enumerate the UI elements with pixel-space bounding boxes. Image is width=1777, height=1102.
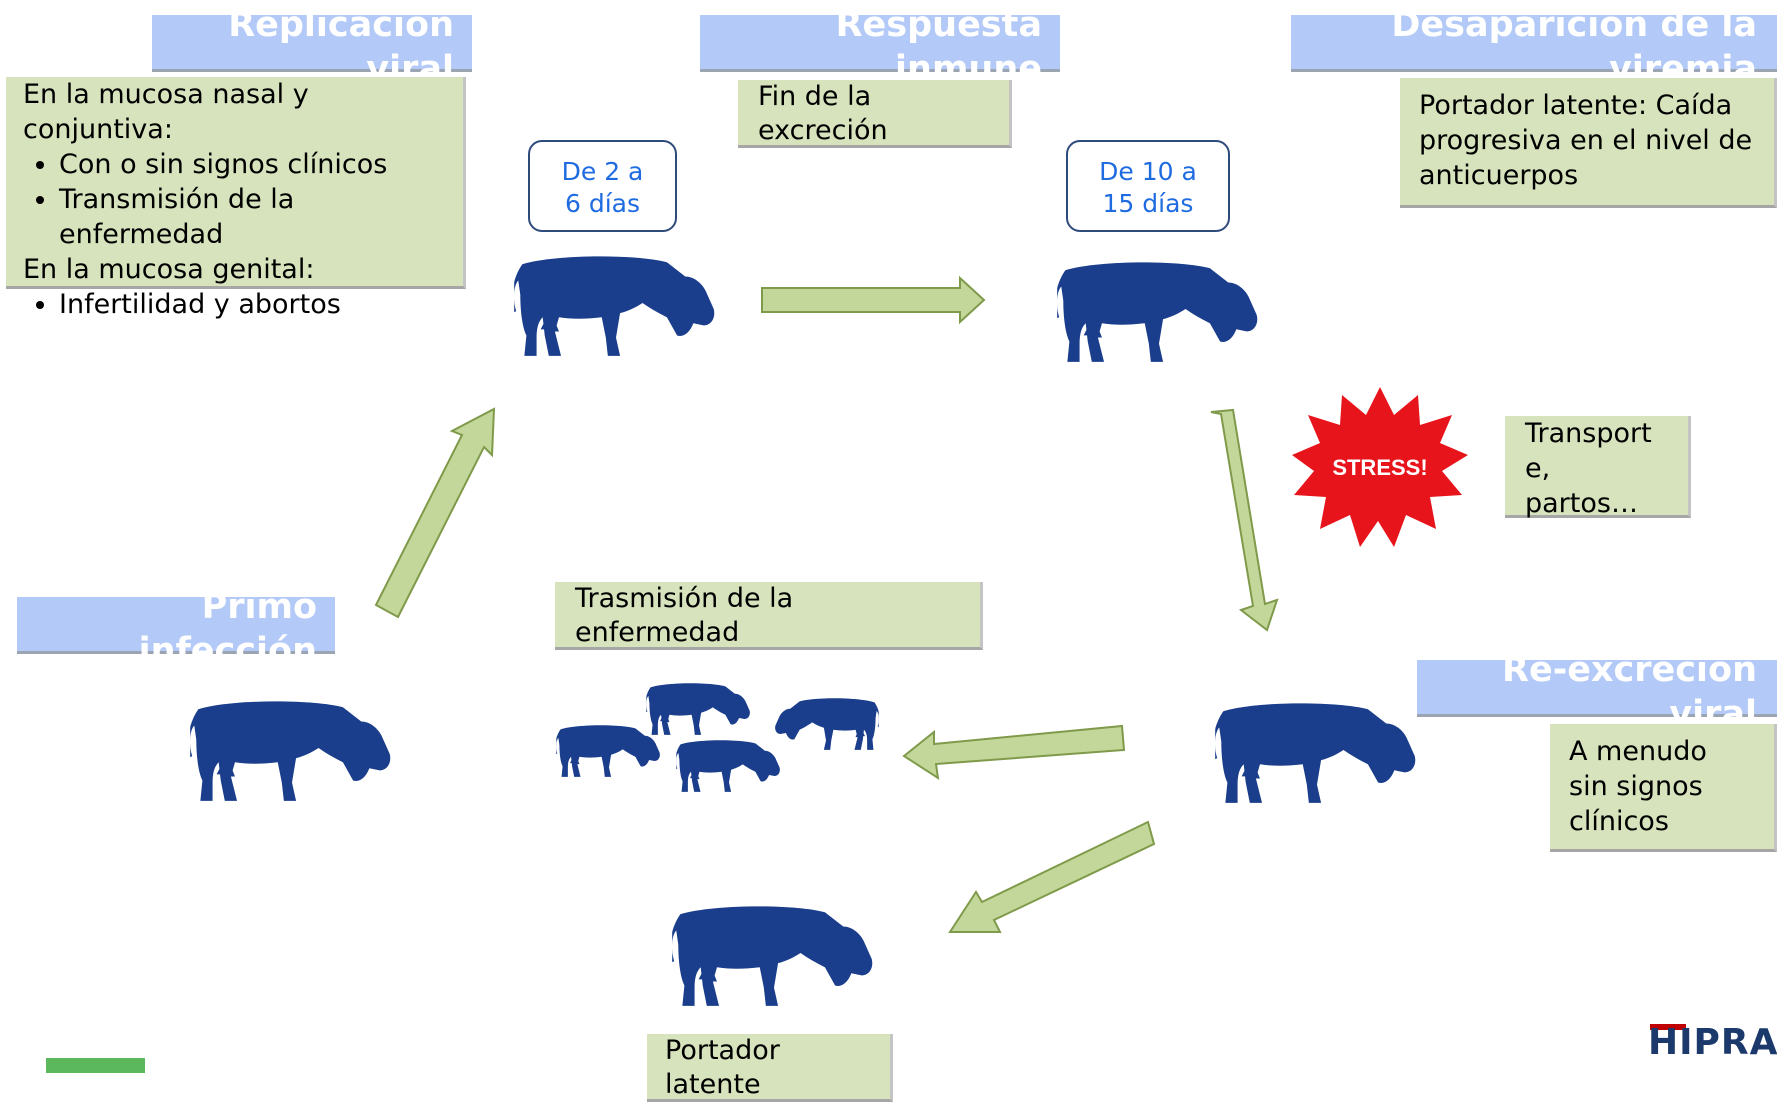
- portador-latente-box: Portador latente: Caída progresiva en el…: [1400, 78, 1777, 208]
- title-reexcrecion-viral: Re-excreción viral: [1417, 650, 1777, 734]
- bullet-transmision: Transmisión de la enfermedad: [59, 182, 359, 252]
- herd-cow-icon-2: [646, 680, 752, 738]
- cow-icon-reexcrecion: [1213, 697, 1421, 809]
- bullet-signos-clinicos: Con o sin signos clínicos: [59, 147, 463, 182]
- title-respuesta-inmune: Respuesta inmune: [700, 5, 1060, 89]
- cow-icon-portador: [670, 900, 878, 1012]
- stress-label: STRESS!: [1332, 455, 1427, 480]
- arrow-left-icon: [902, 724, 1126, 781]
- mucosa-nasal-bullets: Con o sin signos clínicos Transmisión de…: [23, 147, 463, 252]
- days-2-6-box: De 2 a 6 días: [528, 140, 677, 232]
- mucosa-genital-bullets: Infertilidad y abortos: [23, 287, 463, 322]
- title-primo-infeccion: Primo infección: [17, 587, 335, 671]
- cow-icon-immune: [1055, 256, 1263, 368]
- cow-icon-replication: [512, 250, 720, 362]
- mucosa-genital-line: En la mucosa genital:: [23, 254, 315, 285]
- arrow-down-left-icon: [948, 820, 1156, 933]
- footer-accent-bar: [46, 1058, 145, 1073]
- cow-icon-primo: [188, 695, 396, 807]
- days-10-15-box: De 10 a 15 días: [1066, 140, 1230, 232]
- arrow-right-icon: [761, 275, 986, 325]
- mucosa-text-box: En la mucosa nasal y conjuntiva: Con o s…: [6, 77, 466, 320]
- herd-cow-icon-3: [676, 737, 782, 795]
- bullet-infertilidad: Infertilidad y abortos: [59, 287, 463, 322]
- stress-burst-icon: STRESS!: [1292, 387, 1468, 547]
- hipra-logo: HIPRA: [1648, 1022, 1777, 1063]
- transporte-box: Transport e, partos…: [1505, 416, 1691, 519]
- title-desaparicion-viremia: Desaparición de la viremia: [1291, 5, 1777, 89]
- herd-cow-icon-4: [770, 695, 882, 753]
- a-menudo-box: A menudo sin signos clínicos: [1550, 724, 1777, 852]
- portador-latente-bottom-box: Portador latente: [647, 1034, 893, 1102]
- fin-excrecion-box: Fin de la excreción: [738, 80, 1012, 148]
- title-replicacion-viral: Replicación viral: [152, 5, 472, 89]
- arrow-up-right-icon: [374, 407, 496, 619]
- trasmision-box: Trasmisión de la enfermedad: [555, 582, 983, 650]
- mucosa-nasal-line: En la mucosa nasal y conjuntiva:: [23, 79, 309, 145]
- arrow-down-icon: [1210, 408, 1279, 632]
- logo-accent: [1650, 1024, 1686, 1030]
